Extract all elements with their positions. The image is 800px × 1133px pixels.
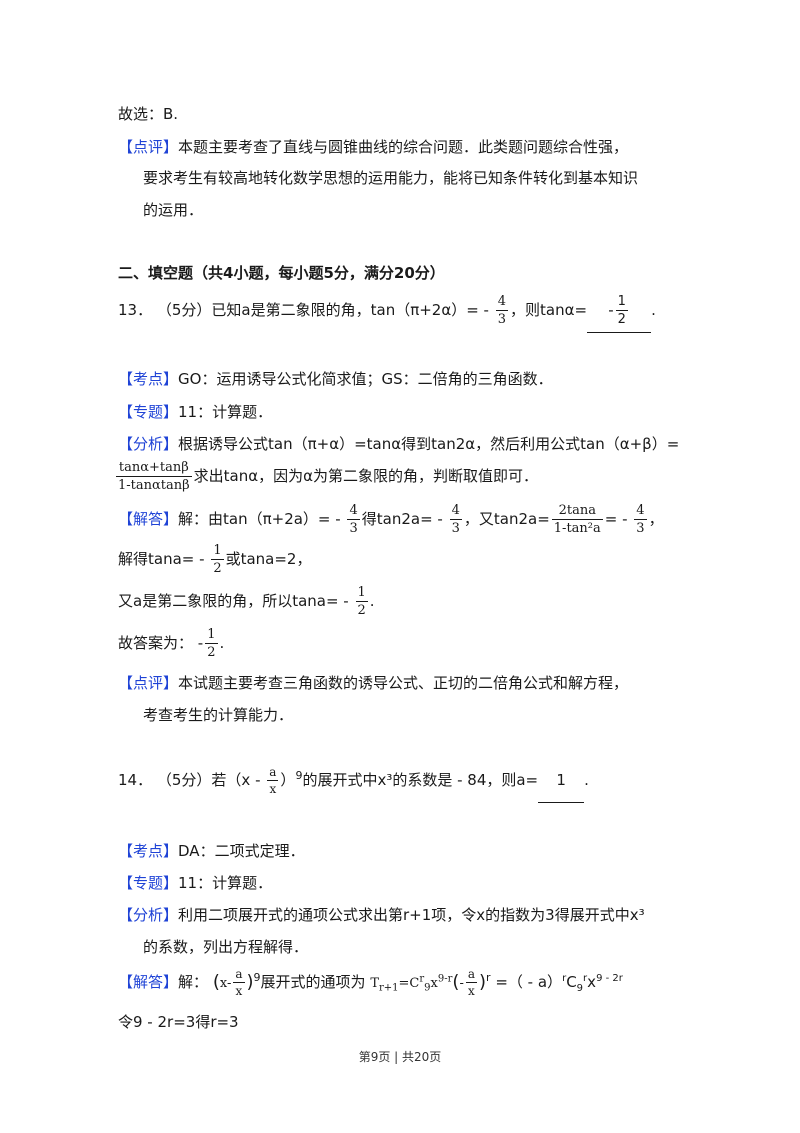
prev-comment-line2: 要求考生有较高地转化数学思想的运用能力，能将已知条件转化到基本知识 xyxy=(143,169,639,187)
q14-last-line: 令9 - 2r=3得r=3 xyxy=(118,1013,239,1031)
q14-zhuanti: 【专题】11：计算题． xyxy=(118,874,273,892)
q13-kaodian: 【考点】GO：运用诱导公式化简求值；GS：二倍角的三角函数． xyxy=(118,370,553,388)
q13-dianping-line1: 【点评】本试题主要考查三角函数的诱导公式、正切的二倍角公式和解方程， xyxy=(118,674,629,692)
q13-number: 13． xyxy=(118,301,153,319)
prev-comment-line1: 【点评】本题主要考查了直线与圆锥曲线的综合问题．此类题问题综合性强， xyxy=(118,137,628,157)
q13-fenxi-line1: 【分析】根据诱导公式tan（π+α）=tanα得到tan2α，然后利用公式tan… xyxy=(118,435,680,453)
comment-tag: 【点评】 xyxy=(118,138,179,156)
q13-zhuanti: 【专题】11：计算题． xyxy=(118,403,273,421)
select-answer: 故选：B. xyxy=(118,105,179,123)
q13-score: （5分） xyxy=(156,301,212,319)
general-term-formula: Tr+1=Cr9x9-r xyxy=(370,973,453,994)
page-footer: 第9页 | 共20页 xyxy=(358,1050,442,1064)
q13-stem-b: ，则tanα= xyxy=(510,301,588,319)
prev-comment-line3: 的运用． xyxy=(143,201,204,219)
q14-answer-blank: 1 xyxy=(538,758,585,803)
q13-stem-a: 已知a是第二象限的角，tan（π+2α）= - xyxy=(211,301,489,319)
q14-fenxi-line2: 的系数，列出方程解得． xyxy=(143,938,309,956)
q14-fenxi-line1: 【分析】利用二项展开式的通项公式求出第r+1项，令x的指数为3得展开式中x³ xyxy=(118,906,645,924)
comment-text: 本题主要考查了直线与圆锥曲线的综合问题．此类题问题综合性强， xyxy=(178,138,629,156)
q14-kaodian: 【考点】DA：二项式定理． xyxy=(118,842,305,860)
q13-dianping-line2: 考查考生的计算能力． xyxy=(143,706,294,724)
section-heading: 二、填空题（共4小题，每小题5分，满分20分） xyxy=(118,264,445,282)
